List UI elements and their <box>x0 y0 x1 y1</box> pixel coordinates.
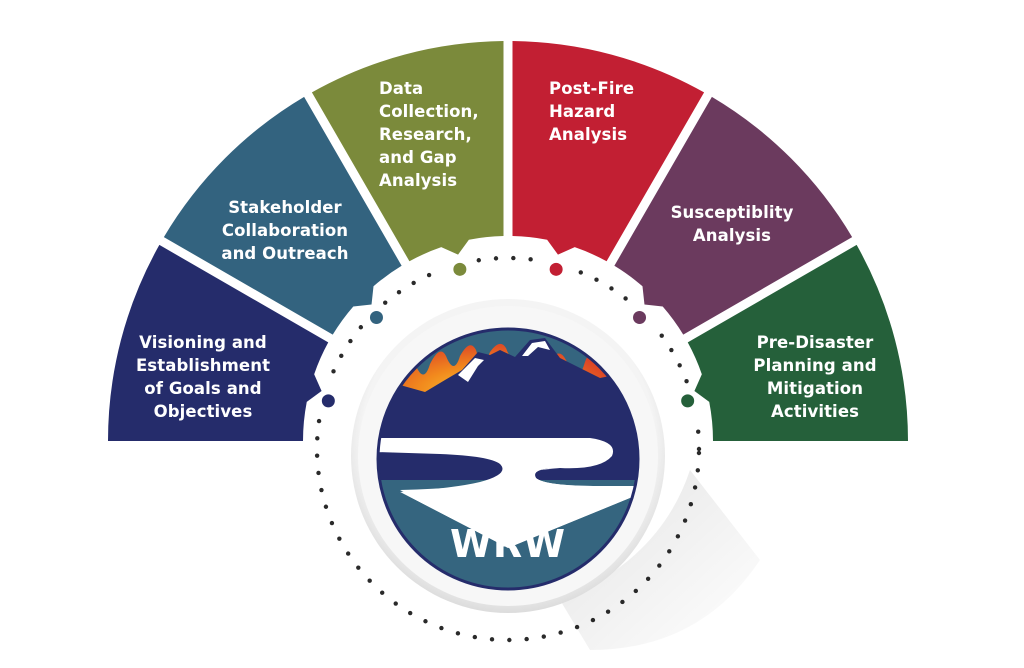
segment-dot-pre-disaster <box>681 394 695 408</box>
ring-dot <box>594 277 599 282</box>
ring-dot <box>439 625 444 631</box>
ring-dot <box>472 634 478 640</box>
ring-dot <box>609 286 614 291</box>
segment-label-data-collection: Data Collection, Research, and Gap Analy… <box>379 79 479 190</box>
ring-dot <box>669 347 674 353</box>
ring-dot <box>493 256 499 261</box>
ring-dot <box>379 590 385 595</box>
ring-dot <box>407 610 413 616</box>
segment-label-post-fire: Post-Fire Hazard Analysis <box>549 79 635 144</box>
ring-dot <box>331 369 336 374</box>
ring-dot <box>507 637 512 643</box>
segment-label-pre-disaster: Pre-Disaster Planning and Mitigation Act… <box>753 333 877 421</box>
segment-label-susceptibility: Susceptiblity Analysis <box>670 203 794 245</box>
ring-dot <box>393 601 398 606</box>
segment-dot-stakeholder <box>369 310 383 324</box>
segment-dot-susceptibility <box>633 310 647 324</box>
ring-dot <box>558 630 563 635</box>
ring-dot <box>524 636 529 642</box>
ring-dot <box>339 353 344 359</box>
ring-dot <box>528 257 533 262</box>
ring-dot <box>411 280 416 286</box>
ring-dot <box>367 578 372 583</box>
ring-dot <box>696 450 702 456</box>
logo-border <box>376 327 640 591</box>
ring-dot <box>476 258 481 263</box>
segment-susceptibility <box>614 96 853 335</box>
ring-dot <box>511 255 516 261</box>
ring-dot <box>489 637 495 642</box>
ring-dot <box>426 272 432 278</box>
segments-group <box>108 41 908 441</box>
ring-dot <box>323 504 329 509</box>
logo-wordmark: WRW <box>449 522 567 566</box>
ring-dot <box>383 300 388 305</box>
ring-dot <box>329 520 335 526</box>
ring-dot <box>696 429 701 434</box>
ring-dot <box>314 453 320 458</box>
ring-dot <box>315 436 320 441</box>
segment-dot-data-collection <box>453 262 467 276</box>
segment-visioning <box>108 244 329 441</box>
ring-dot <box>623 296 628 301</box>
segment-dot-visioning <box>321 394 335 408</box>
segment-post-fire <box>512 41 705 262</box>
ring-dot <box>316 470 321 476</box>
ring-dot <box>541 634 546 639</box>
ring-dot <box>684 378 689 384</box>
ring-dot <box>396 289 402 295</box>
ring-dot <box>423 619 428 624</box>
segment-pre-disaster <box>687 244 908 441</box>
ring-dot <box>316 418 322 424</box>
ring-dot <box>455 631 461 636</box>
segment-dot-post-fire <box>549 262 563 276</box>
ring-dot <box>659 333 664 338</box>
segment-data-collection <box>311 41 504 262</box>
ring-dot <box>319 487 324 493</box>
segment-stakeholder <box>163 96 402 335</box>
ring-dot <box>356 565 361 570</box>
ring-dot <box>337 536 342 541</box>
ring-dot <box>677 363 682 368</box>
segment-label-visioning: Visioning and Establishment of Goals and… <box>135 333 271 421</box>
segment-label-stakeholder: Stakeholder Collaboration and Outreach <box>221 198 349 263</box>
ring-dot <box>345 551 351 556</box>
ring-dot <box>358 325 364 330</box>
ring-dot <box>348 338 353 344</box>
ring-dot <box>696 446 702 452</box>
ring-dot <box>578 270 583 275</box>
logo-shadow <box>560 470 760 650</box>
ring-dot <box>695 468 701 473</box>
